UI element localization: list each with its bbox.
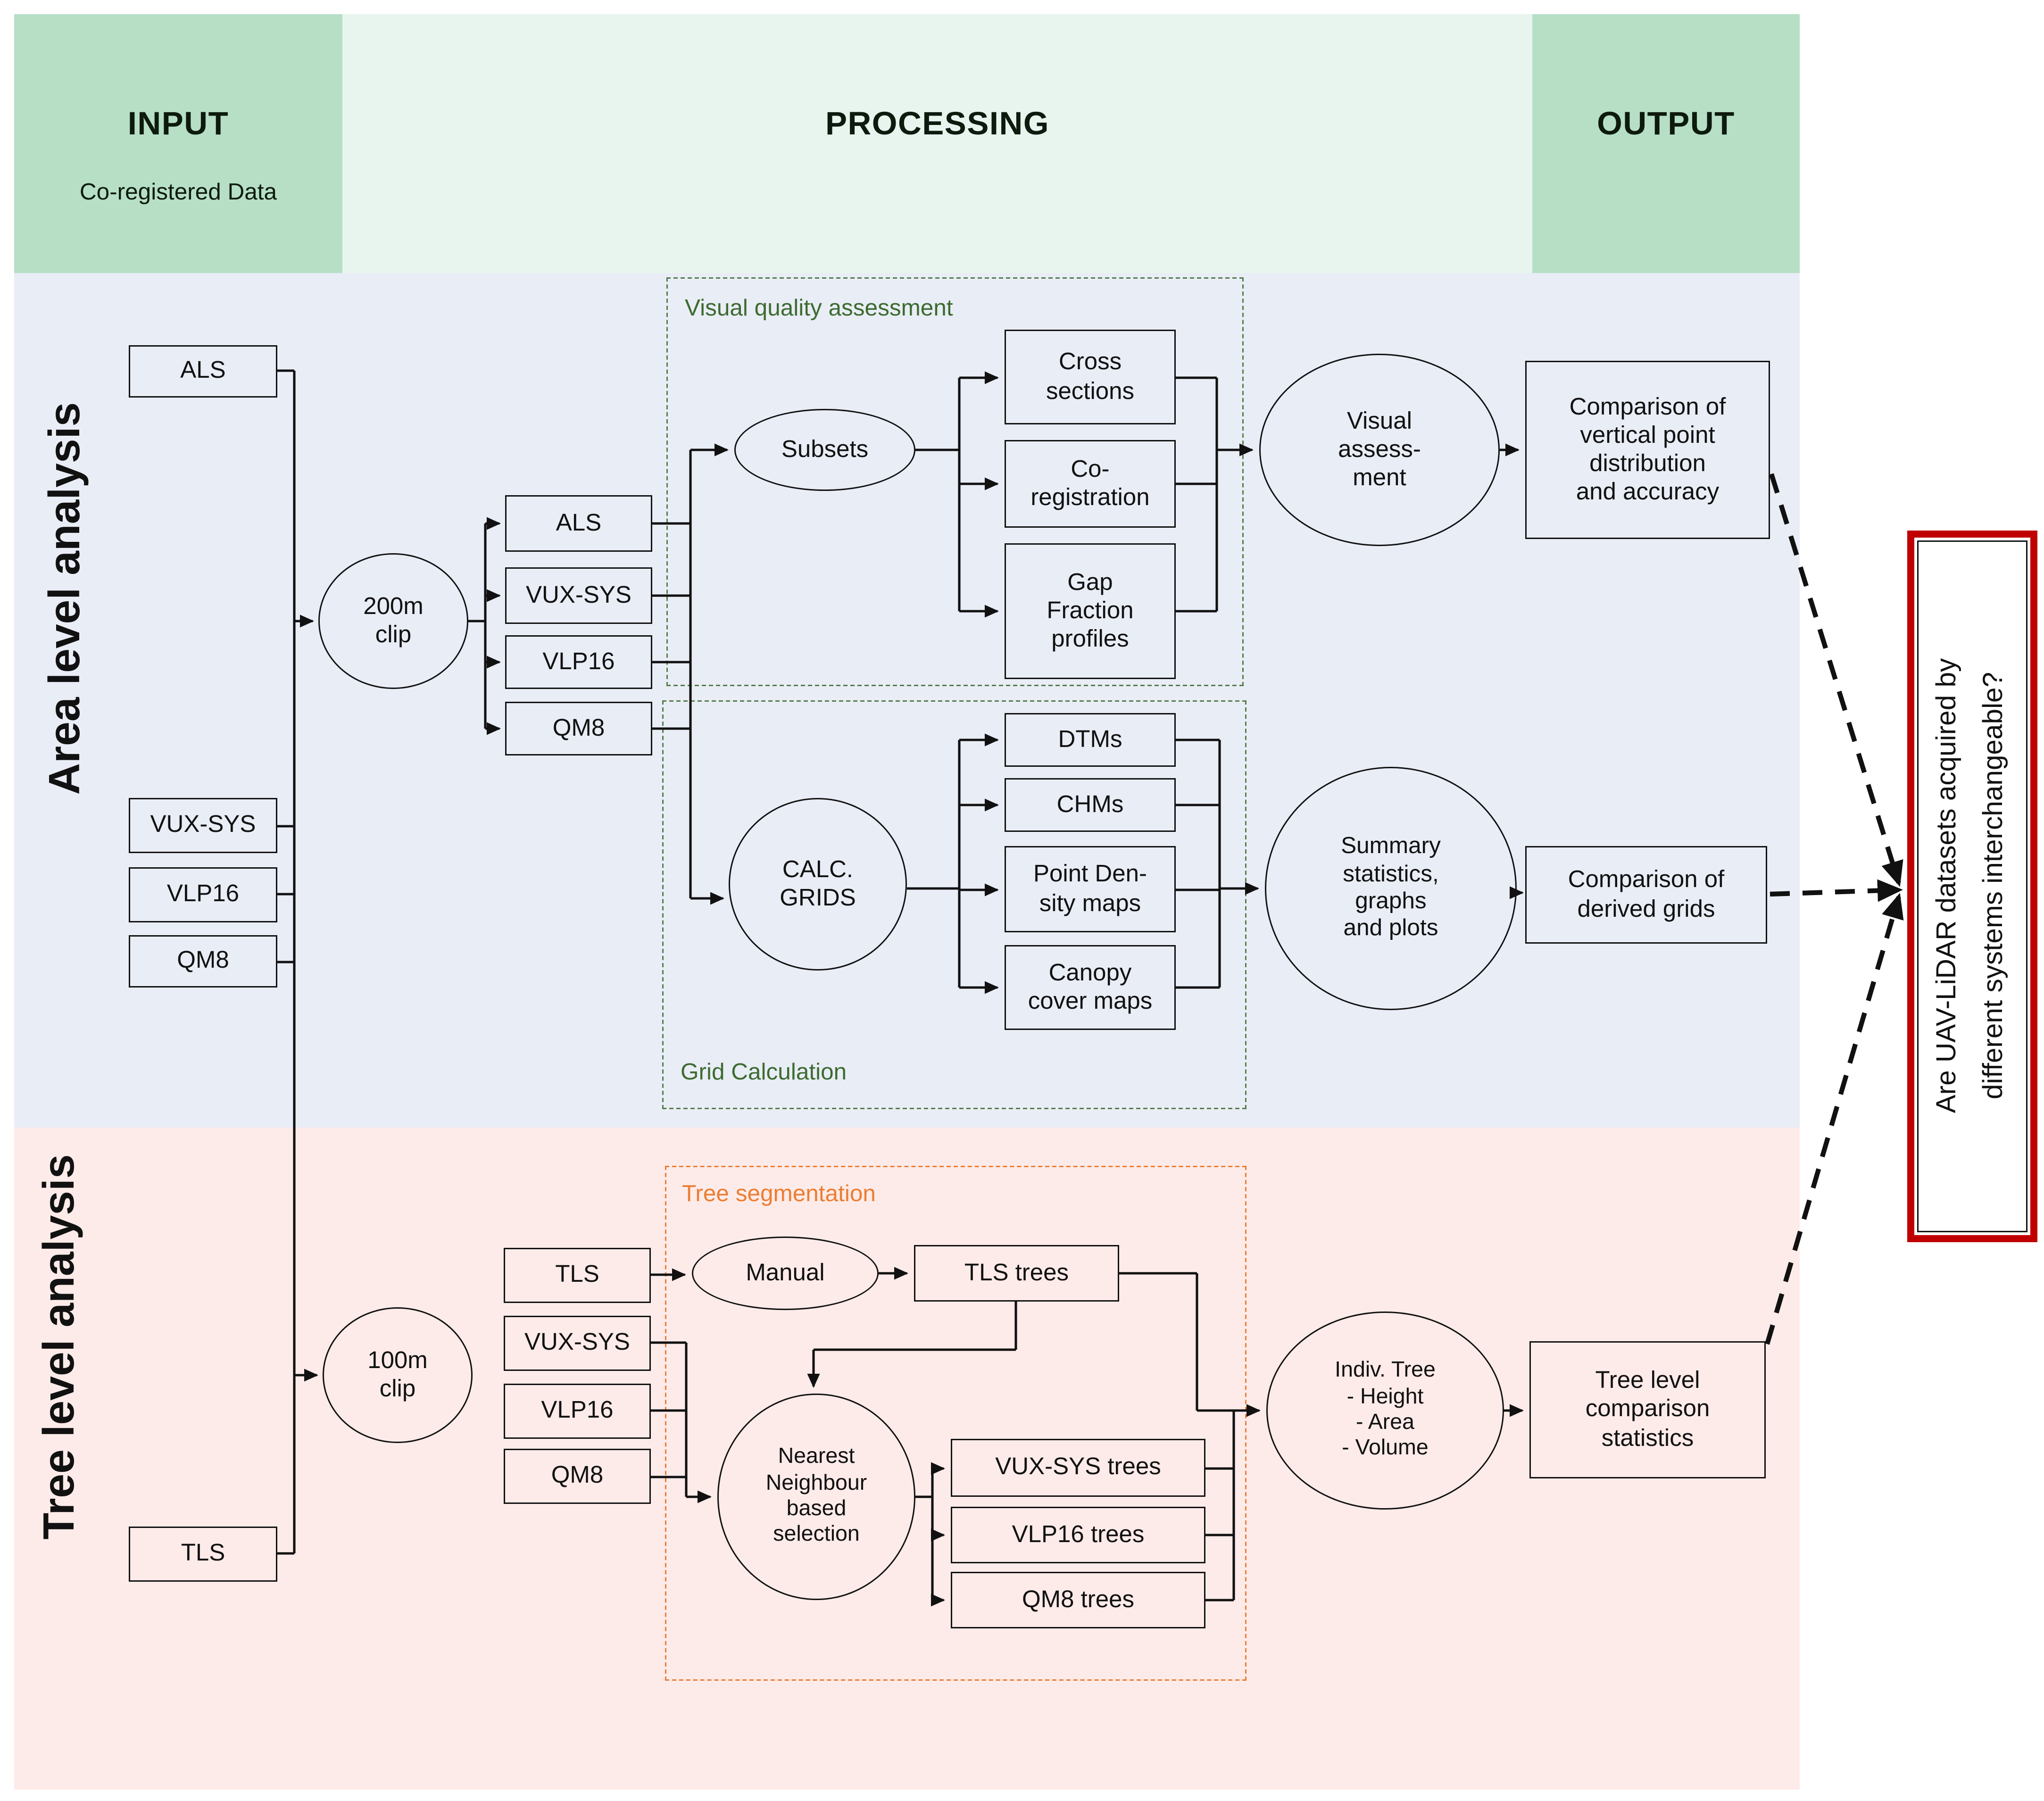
- output-title: OUTPUT: [1597, 105, 1735, 141]
- node-gap-fraction: Gap Fraction profiles: [1005, 543, 1176, 679]
- research-question-line2: different systems interchangeable?: [1978, 672, 2009, 1100]
- node-summary: Summary statistics, graphs and plots: [1265, 767, 1517, 1010]
- research-question-inner-frame: [1917, 540, 2027, 1232]
- node-vlp-trees: VLP16 trees: [951, 1507, 1205, 1563]
- research-question-line1: Are UAV-LiDAR datasets acquired by: [1931, 658, 1962, 1113]
- node-vlp-clip: VLP16: [505, 635, 652, 689]
- input-band: [14, 14, 342, 273]
- node-tree-stats: Tree level comparison statistics: [1529, 1341, 1766, 1478]
- node-qm8-trees: QM8 trees: [951, 1572, 1205, 1628]
- node-vlp-input: VLP16: [129, 867, 277, 922]
- output-band: [1532, 14, 1800, 273]
- input-subtitle: Co-registered Data: [79, 180, 277, 205]
- processing-title: PROCESSING: [825, 105, 1050, 141]
- visual-quality-container: [666, 277, 1244, 686]
- node-200m-clip: 200m clip: [318, 553, 468, 689]
- node-vux-clip: VUX-SYS: [505, 567, 652, 624]
- node-indiv-tree: Indiv. Tree - Height - Area - Volume: [1266, 1311, 1504, 1510]
- node-vux-clip-tree: VUX-SYS: [504, 1316, 651, 1371]
- node-visual-assessment: Visual assess- ment: [1259, 354, 1500, 546]
- node-manual: Manual: [692, 1237, 879, 1310]
- node-tls-clip: TLS: [504, 1248, 651, 1303]
- node-vlp-clip-tree: VLP16: [504, 1384, 651, 1439]
- node-comparison-vertical: Comparison of vertical point distributio…: [1525, 361, 1770, 539]
- input-title: INPUT: [127, 105, 229, 141]
- node-point-density: Point Den- sity maps: [1005, 846, 1176, 932]
- tree-segmentation-label: Tree segmentation: [682, 1181, 876, 1207]
- node-canopy-cover: Canopy cover maps: [1005, 945, 1176, 1030]
- node-qm8-clip: QM8: [505, 702, 652, 755]
- node-calc-grids: CALC. GRIDS: [729, 798, 907, 971]
- node-chms: CHMs: [1005, 778, 1176, 832]
- visual-quality-label: Visual quality assessment: [685, 296, 953, 321]
- node-subsets: Subsets: [734, 409, 915, 491]
- node-als-clip: ALS: [505, 495, 652, 552]
- node-cross-sections: Cross sections: [1005, 330, 1176, 424]
- grid-calculation-container: [662, 700, 1246, 1109]
- node-co-registration: Co- registration: [1005, 440, 1176, 528]
- node-vux-input: VUX-SYS: [129, 798, 277, 853]
- node-qm8-input: QM8: [129, 935, 277, 988]
- node-vux-trees: VUX-SYS trees: [951, 1439, 1205, 1497]
- tree-segmentation-container: [665, 1166, 1246, 1681]
- grid-calculation-label: Grid Calculation: [681, 1060, 847, 1085]
- node-qm8-clip-tree: QM8: [504, 1449, 651, 1504]
- node-nearest-neighbour: Nearest Neighbour based selection: [717, 1394, 915, 1600]
- node-als-input: ALS: [129, 345, 277, 398]
- node-tls-input: TLS: [129, 1527, 277, 1582]
- processing-band: [342, 14, 1532, 273]
- node-100m-clip: 100m clip: [323, 1307, 473, 1443]
- node-tls-trees: TLS trees: [914, 1245, 1119, 1302]
- research-question-box: [1907, 531, 2037, 1242]
- node-dtms: DTMs: [1005, 713, 1176, 767]
- node-comparison-grids: Comparison of derived grids: [1525, 846, 1767, 944]
